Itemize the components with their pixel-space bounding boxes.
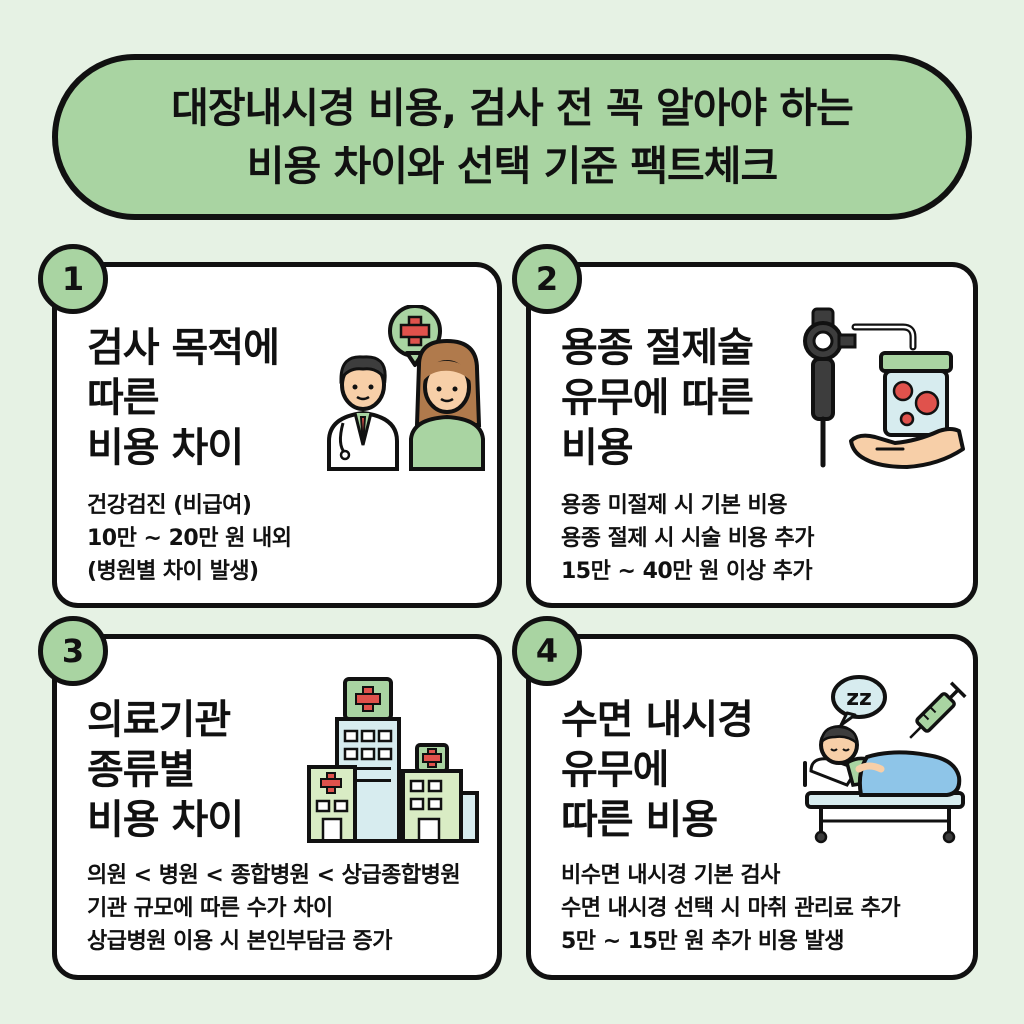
sleep-text: zz xyxy=(846,686,872,711)
title-line-2: 비용 차이와 선택 기준 팩트체크 xyxy=(246,142,778,190)
hand-icon xyxy=(849,427,965,469)
card-sedation: 수면 내시경 유무에 따른 비용 비수면 내시경 기본 검사 수면 내시경 선택… xyxy=(526,634,978,980)
card-desc-line: 5만 ~ 15만 원 추가 비용 발생 xyxy=(561,929,844,954)
card-description: 비수면 내시경 기본 검사 수면 내시경 선택 시 마취 관리료 추가 5만 ~… xyxy=(561,859,901,958)
card-desc-line: 건강검진 (비급여) xyxy=(87,493,252,518)
title-banner: 대장내시경 비용, 검사 전 꼭 알아야 하는 비용 차이와 선택 기준 팩트체… xyxy=(52,54,972,220)
card-number-badge-1: 1 xyxy=(38,244,108,314)
card-title-line: 따른 비용 xyxy=(561,797,718,843)
card-desc-line: 의원 < 병원 < 종합병원 < 상급종합병원 xyxy=(87,863,461,888)
card-title-line: 유무에 xyxy=(561,747,669,793)
card-desc-line: 기관 규모에 따른 수가 차이 xyxy=(87,896,333,921)
card-desc-line: 용종 미절제 시 기본 비용 xyxy=(561,493,788,518)
card-title: 의료기관 종류별 비용 차이 xyxy=(87,695,244,845)
patient-icon xyxy=(409,338,485,471)
card-description: 용종 미절제 시 기본 비용 용종 절제 시 시술 비용 추가 15만 ~ 40… xyxy=(561,489,814,588)
card-title: 수면 내시경 유무에 따른 비용 xyxy=(561,695,754,845)
card-title-line: 종류별 xyxy=(87,747,195,793)
card-desc-line: 10만 ~ 20만 원 내외 xyxy=(87,526,292,551)
card-desc-line: 15만 ~ 40만 원 이상 추가 xyxy=(561,559,813,584)
syringe-icon xyxy=(909,681,967,739)
hospital-buildings-icon xyxy=(307,677,479,843)
card-title-line: 용종 절제술 xyxy=(561,325,754,371)
doctor-patient-icon xyxy=(327,305,485,471)
card-number-badge-4: 4 xyxy=(512,616,582,686)
specimen-jar-icon xyxy=(879,351,953,437)
card-description: 의원 < 병원 < 종합병원 < 상급종합병원 기관 규모에 따른 수가 차이 … xyxy=(87,859,461,958)
card-title-line: 따른 xyxy=(87,375,160,421)
doctor-icon xyxy=(327,355,399,471)
card-desc-line: (병원별 차이 발생) xyxy=(87,559,259,584)
sleeping-patient-icon: zz xyxy=(803,675,967,844)
card-title-line: 검사 목적에 xyxy=(87,325,280,371)
card-number-badge-3: 3 xyxy=(38,616,108,686)
card-title-line: 유무에 따른 xyxy=(561,375,754,421)
endoscope-icon xyxy=(803,307,917,468)
card-title-line: 비용 xyxy=(561,425,634,471)
card-title-line: 수면 내시경 xyxy=(561,697,754,743)
card-title: 검사 목적에 따른 비용 차이 xyxy=(87,323,280,473)
card-number-badge-2: 2 xyxy=(512,244,582,314)
title-line-1: 대장내시경 비용, 검사 전 꼭 알아야 하는 xyxy=(171,84,854,132)
card-polyp-removal: 용종 절제술 유무에 따른 비용 용종 미절제 시 기본 비용 용종 절제 시 … xyxy=(526,262,978,608)
clinic-building-icon xyxy=(307,765,357,843)
card-title: 용종 절제술 유무에 따른 비용 xyxy=(561,323,754,473)
endoscope-specimen-icon xyxy=(803,307,965,469)
sleep-bubble-icon: zz xyxy=(831,675,887,727)
card-desc-line: 용종 절제 시 시술 비용 추가 xyxy=(561,526,814,551)
hospital-building-icon xyxy=(309,743,479,843)
card-title-line: 비용 차이 xyxy=(87,797,244,843)
card-title-line: 의료기관 xyxy=(87,697,231,743)
card-description: 건강검진 (비급여) 10만 ~ 20만 원 내외 (병원별 차이 발생) xyxy=(87,489,292,588)
card-desc-line: 비수면 내시경 기본 검사 xyxy=(561,863,780,888)
card-title-line: 비용 차이 xyxy=(87,425,244,471)
patient-icon xyxy=(809,725,962,797)
card-institution-type: 의료기관 종류별 비용 차이 의원 < 병원 < 종합병원 < 상급종합병원 기… xyxy=(52,634,502,980)
card-desc-line: 수면 내시경 선택 시 마취 관리료 추가 xyxy=(561,896,901,921)
card-exam-purpose: 검사 목적에 따른 비용 차이 건강검진 (비급여) 10만 ~ 20만 원 내… xyxy=(52,262,502,608)
card-desc-line: 상급병원 이용 시 본인부담금 증가 xyxy=(87,929,393,954)
